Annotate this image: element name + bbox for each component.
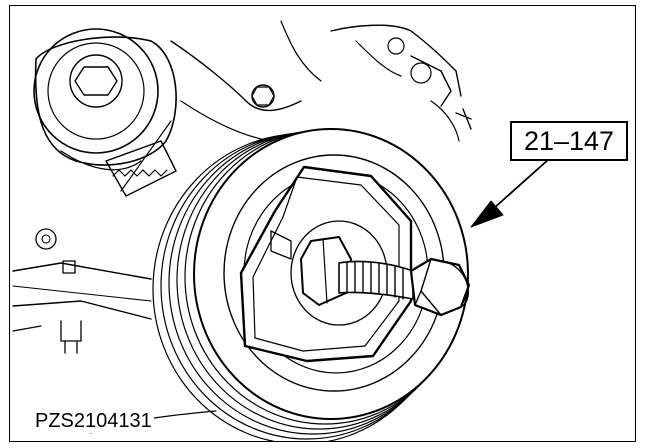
drive-belt	[105, 120, 177, 197]
center-bolt	[300, 236, 471, 317]
pointer-arrow	[470, 158, 550, 228]
tool-number-label: 21–147	[523, 125, 615, 156]
illustration-frame: 21–147	[9, 5, 636, 442]
engine-illustration	[12, 20, 550, 441]
figure-id-label: PZS2104131	[33, 410, 154, 433]
tool-number-callout: 21–147	[510, 121, 628, 161]
idler-pulley	[33, 28, 177, 171]
engine-block	[170, 20, 472, 142]
lower-bracket	[12, 228, 152, 354]
